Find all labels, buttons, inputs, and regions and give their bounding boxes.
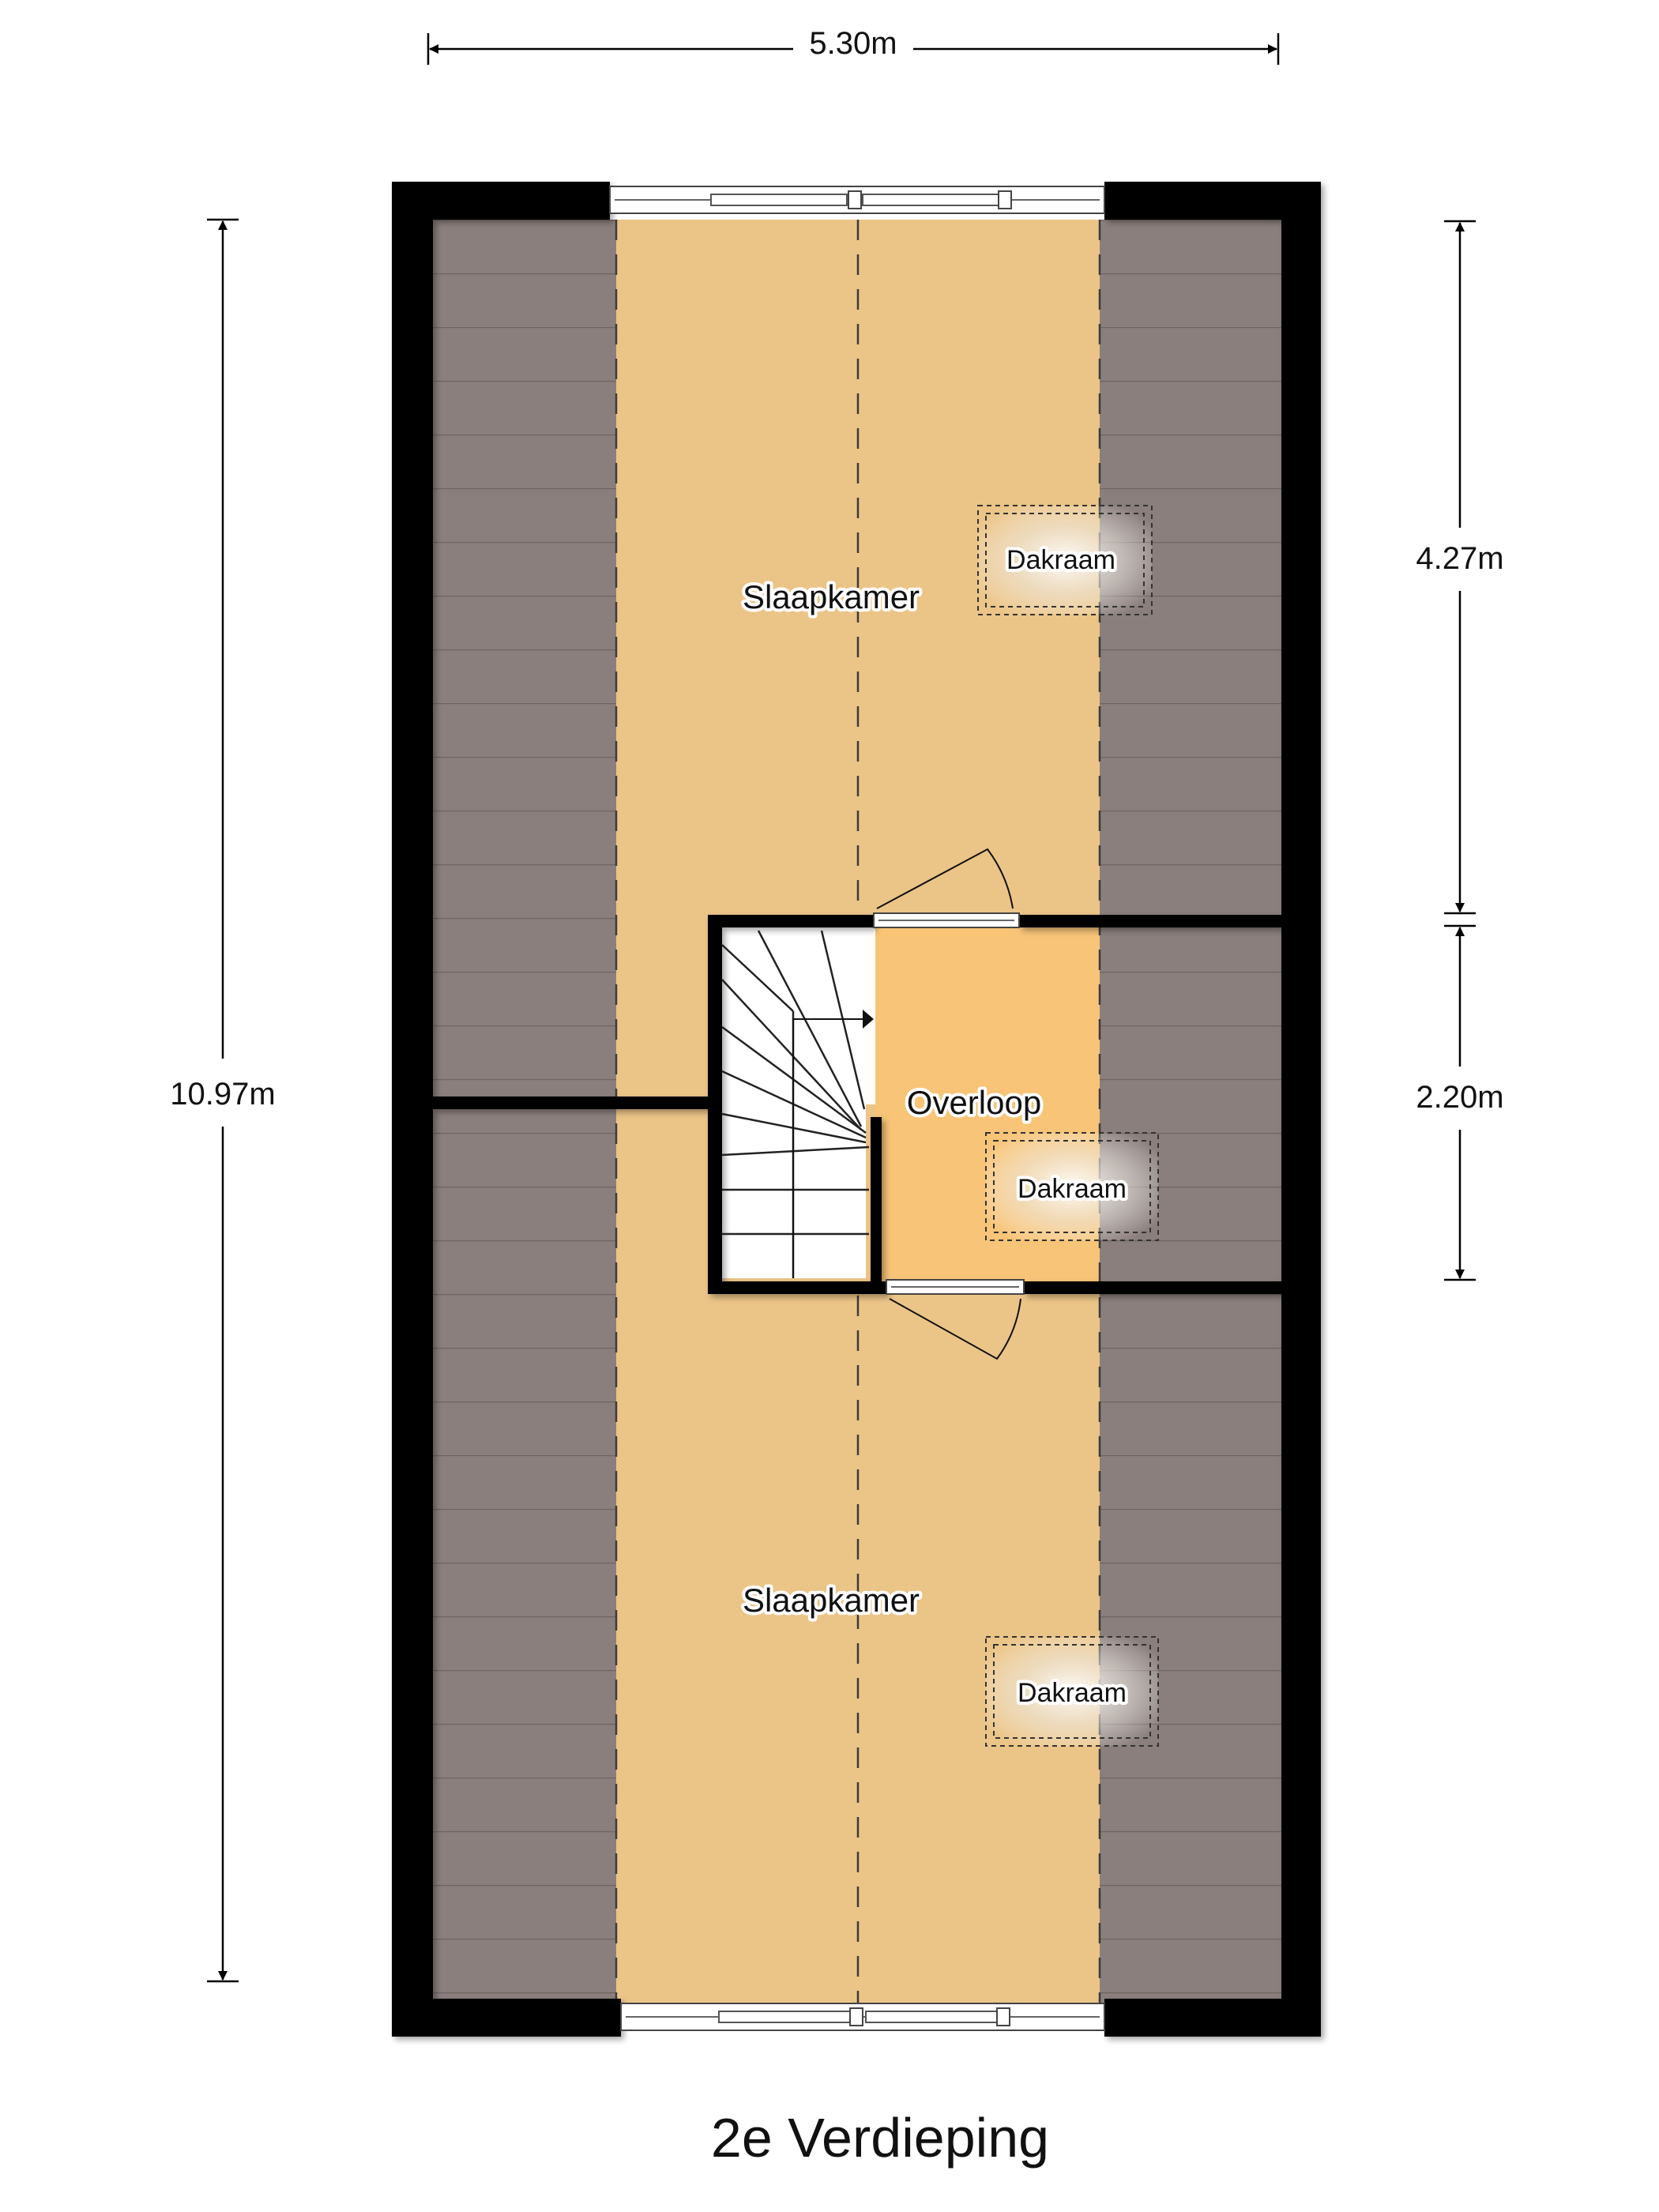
window-top (609, 186, 1105, 214)
sloped-roof-right (1100, 220, 1281, 2018)
door-bottom-bedroom (886, 1279, 1025, 1360)
outer-wall-bottom-right (1104, 1999, 1321, 2037)
dimension-lower-label: 2.20m (1416, 1080, 1503, 1115)
dimension-left: 10.97m (170, 218, 276, 1983)
bedroom-top-label: Slaapkamer (743, 578, 920, 615)
bedroom-mid-floor (616, 921, 708, 1104)
skylight-top (977, 505, 1153, 615)
skylight-labels: Dakraam Dakraam Dakraam (1003, 542, 1130, 1711)
skylight-middle (985, 1132, 1159, 1241)
wall-stair-left (708, 915, 722, 1294)
floor-title: 2e Verdieping (711, 2107, 1049, 2169)
wall-divider-left (433, 1097, 708, 1109)
skylight-bottom-label: Dakraam (1018, 1678, 1127, 1708)
dimension-top: 5.30m (427, 26, 1280, 65)
window-bottom (620, 2003, 1105, 2031)
wall-stair-right (871, 1117, 882, 1283)
walls (392, 182, 1321, 2037)
door-top-bedroom (873, 848, 1020, 928)
sloped-roof-left (433, 220, 616, 2018)
windows (609, 186, 1105, 2031)
landing-label: Overloop (907, 1084, 1041, 1121)
room-labels: Slaapkamer Overloop Slaapkamer (739, 575, 1044, 1622)
doors (873, 848, 1025, 1360)
outer-wall-right (1281, 182, 1321, 2037)
skylight-top-label: Dakraam (1006, 545, 1115, 575)
skylight-bottom (985, 1636, 1159, 1747)
wall-stair-top (708, 915, 874, 927)
skylight-middle-label: Dakraam (1018, 1174, 1127, 1204)
dimension-right: 4.27m 2.20m (1416, 220, 1504, 1281)
dimension-width-label: 5.30m (809, 26, 897, 61)
wall-landing-bottom (1024, 1281, 1281, 1294)
bedroom-bottom-label: Slaapkamer (743, 1582, 920, 1619)
dimension-upper-label: 4.27m (1416, 541, 1503, 576)
dimension-height-label: 10.97m (170, 1077, 275, 1112)
floors (433, 220, 1281, 2018)
staircase (721, 930, 874, 1278)
wall-landing-top (1019, 915, 1281, 927)
outer-wall-bottom-left (392, 1999, 621, 2037)
wall-stair-bottom (708, 1281, 886, 1294)
outer-wall-left (392, 182, 433, 2037)
